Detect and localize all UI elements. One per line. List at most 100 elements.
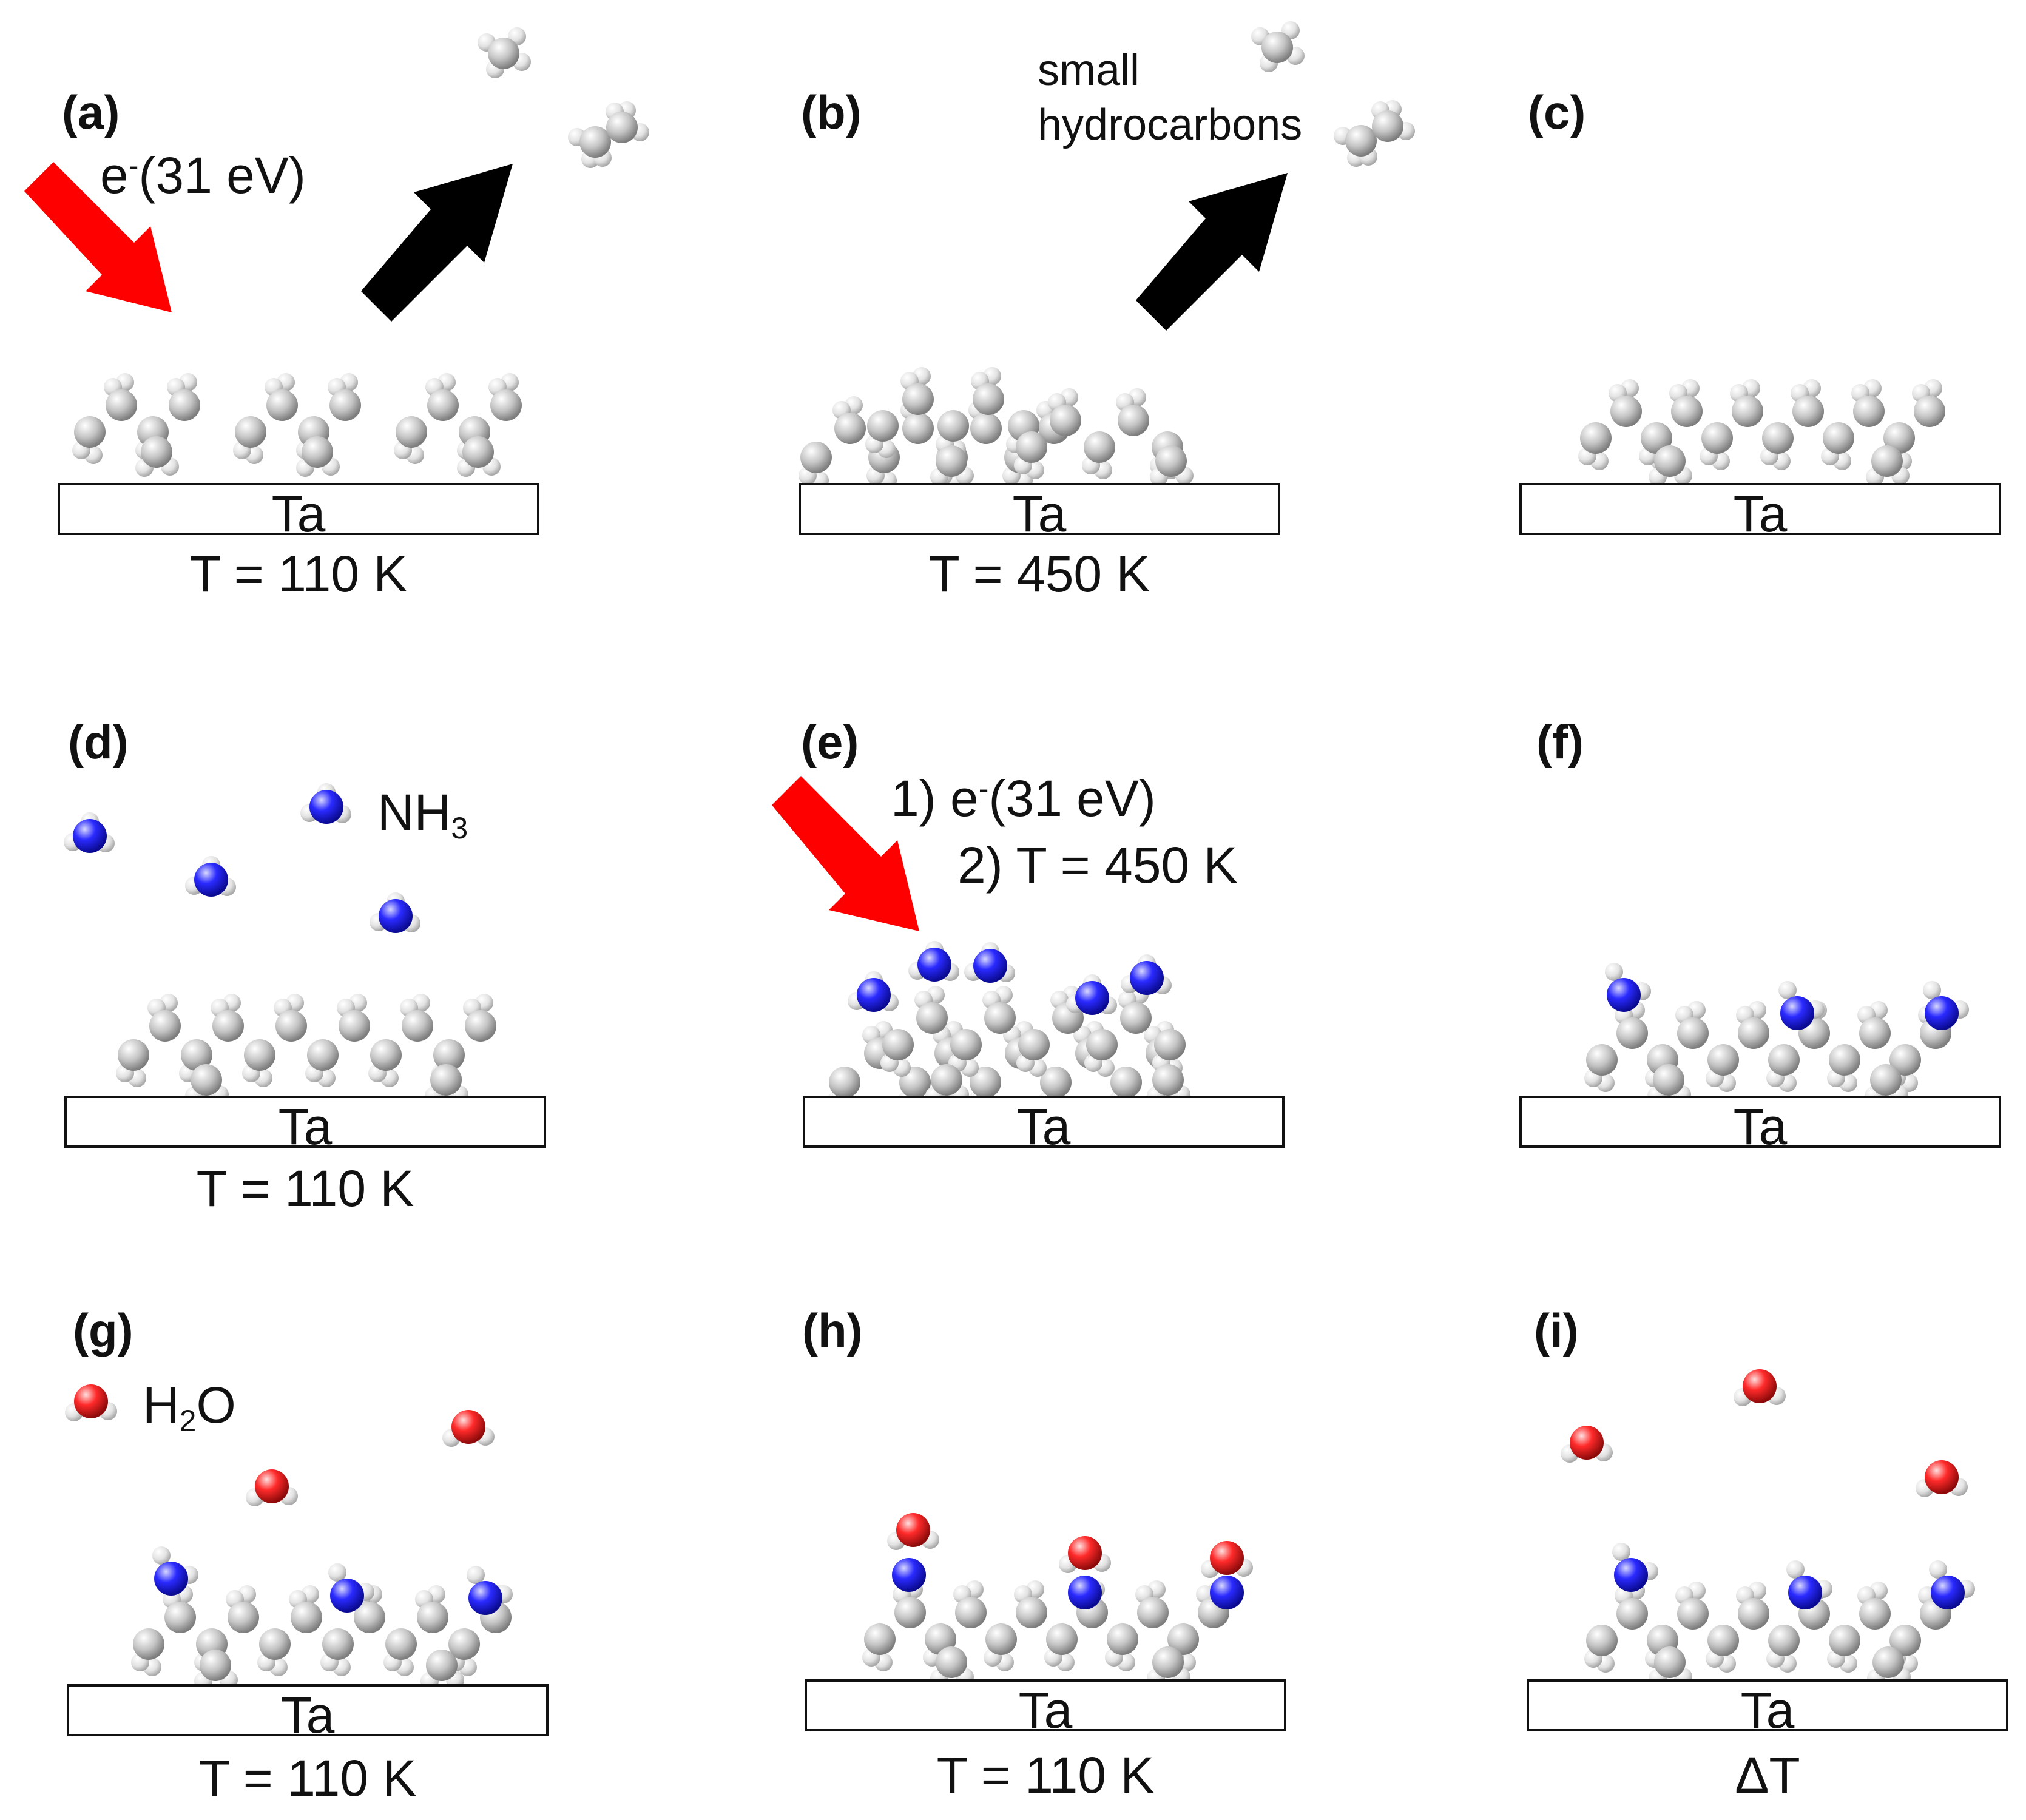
hydrogen-atom <box>1778 981 1797 999</box>
oxygen-atom <box>74 1384 108 1418</box>
carbon-atom <box>1829 1044 1860 1076</box>
carbon-atom <box>1853 396 1885 427</box>
carbon-atom <box>1167 1623 1199 1655</box>
carbon-atom <box>800 442 832 473</box>
ta-substrate <box>67 1684 549 1736</box>
panel-label-b: (b) <box>801 86 862 139</box>
temperature-label: T = 110 K <box>197 1160 414 1217</box>
carbon-atom <box>329 389 361 421</box>
carbon-atom <box>950 1029 982 1060</box>
ta-substrate <box>1519 483 2001 535</box>
carbon-atom <box>244 1039 275 1071</box>
carbon-atom <box>1829 1625 1860 1656</box>
annotation-line-2: hydrocarbons <box>1038 101 1302 149</box>
carbon-atom <box>1768 1044 1800 1076</box>
layer-with-water <box>862 1513 1253 1687</box>
hydrogen-atom <box>1605 963 1623 981</box>
carbon-atom <box>1870 1064 1902 1096</box>
carbon-atom <box>430 1064 462 1096</box>
substrate-label: Ta <box>281 1687 335 1744</box>
carbon-atom <box>1872 1646 1904 1678</box>
desorbed-hydrocarbons <box>1251 21 1415 167</box>
carbon-atom <box>339 1010 370 1042</box>
ta-substrate <box>799 483 1280 535</box>
carbon-atom <box>1345 125 1377 157</box>
carbon-atom <box>579 126 611 158</box>
substrate-label: Ta <box>1017 1098 1071 1155</box>
panel-a: (a) e-(31 eV) Ta T = 110 K <box>24 27 649 602</box>
carbon-atom <box>1110 1067 1142 1098</box>
temperature-label: T = 110 K <box>190 545 408 602</box>
substrate-label: Ta <box>1734 485 1788 542</box>
carbon-atom <box>1084 431 1115 463</box>
carbon-atom <box>1641 422 1672 454</box>
carbon-atom <box>1018 1029 1050 1060</box>
carbon-atom <box>1914 396 1945 427</box>
temperature-label: T = 110 K <box>199 1750 417 1807</box>
electron-beam-arrow <box>24 162 172 312</box>
carbon-atom <box>1677 1017 1709 1049</box>
carbon-atom <box>307 1039 339 1071</box>
carbon-atom <box>1701 422 1733 454</box>
nitrogen-atom <box>154 1562 188 1596</box>
carbon-atom <box>1859 1017 1891 1049</box>
carbon-atom <box>984 1002 1016 1034</box>
carbon-atom <box>1889 1625 1921 1656</box>
panel-label-g: (g) <box>73 1304 133 1357</box>
carbon-atom <box>936 1646 967 1678</box>
carbon-atom <box>936 445 967 477</box>
panel-e: (e) 1) e-(31 eV) 2) T = 450 K Ta <box>772 715 1285 1155</box>
oxygen-atom <box>896 1513 930 1547</box>
carbon-atom <box>1616 1598 1648 1630</box>
nitrogen-atom <box>1607 978 1641 1012</box>
aminated-layer <box>1584 963 1969 1105</box>
carbon-atom <box>259 1628 291 1660</box>
hydrocarbon-layer <box>72 373 522 477</box>
desorbed-hydrocarbons <box>478 27 649 168</box>
panel-h: (h) Ta T = 110 K <box>802 1304 1286 1804</box>
desorption-arrow <box>1136 173 1288 331</box>
carbon-atom <box>1707 1044 1739 1076</box>
hydrogen-atom <box>1929 1560 1947 1579</box>
carbon-atom <box>385 1628 417 1660</box>
carbon-atom <box>1792 396 1824 427</box>
carbon-atom <box>1616 1017 1648 1049</box>
carbon-atom <box>1120 1002 1152 1034</box>
species-label: NH3 <box>377 784 468 845</box>
carbon-atom <box>1152 1646 1184 1678</box>
carbon-atom <box>902 413 934 444</box>
carbon-atom <box>1154 1029 1186 1060</box>
carbon-atom <box>1610 396 1642 427</box>
nitrogen-atom <box>857 978 891 1012</box>
temperature-label: T = 450 K <box>928 545 1150 602</box>
carbon-atom <box>462 436 494 468</box>
carbon-atom <box>894 1597 926 1628</box>
oxygen-atom <box>1570 1426 1604 1460</box>
oxygen-atom <box>255 1469 289 1503</box>
nitrogen-atom <box>468 1581 502 1615</box>
carbon-atom <box>228 1602 259 1633</box>
nitrogen-atom <box>1210 1576 1244 1609</box>
carbon-atom <box>1654 1646 1686 1678</box>
carbon-atom <box>266 389 298 421</box>
carbon-atom <box>141 436 172 468</box>
substrate-label: Ta <box>1019 1682 1073 1739</box>
carbon-atom <box>1707 1625 1739 1656</box>
desorption-arrow <box>361 164 513 322</box>
annotation-line-1: small <box>1038 46 1140 95</box>
carbon-atom <box>1086 1029 1118 1060</box>
carbon-atom <box>902 383 934 415</box>
electron-energy-label: e-(31 eV) <box>100 147 306 204</box>
carbon-atom <box>1016 1597 1047 1628</box>
carbon-atom <box>970 413 1002 444</box>
nitrogen-atom <box>309 790 343 824</box>
carbon-atom <box>1762 422 1794 454</box>
carbon-atom <box>465 1010 496 1042</box>
carbon-atom <box>302 436 333 468</box>
species-label: H2O <box>143 1377 236 1438</box>
substrate-label: Ta <box>279 1098 333 1155</box>
aminated-layer <box>131 1546 513 1690</box>
carbon-atom <box>118 1039 149 1071</box>
panel-g: (g) H2O Ta T = 110 K <box>65 1304 549 1807</box>
nitrogen-atom <box>1780 996 1814 1030</box>
